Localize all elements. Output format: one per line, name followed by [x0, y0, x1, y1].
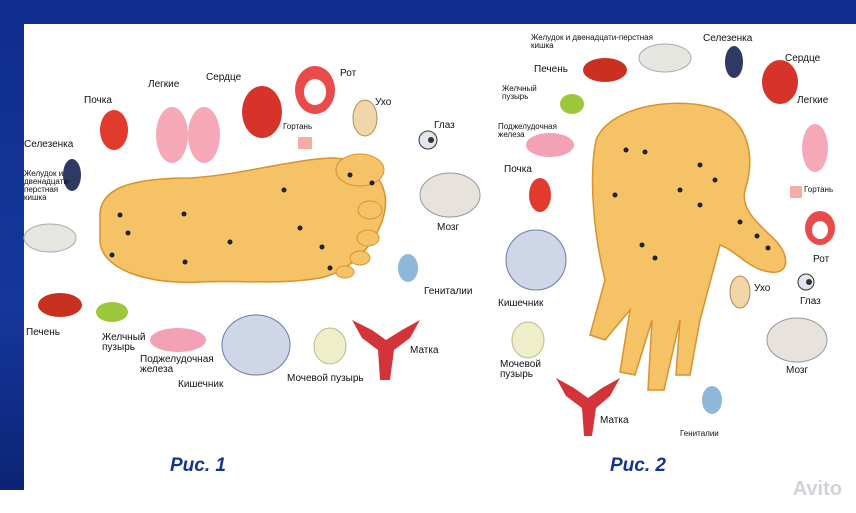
label-intestine: Кишечник: [178, 380, 223, 390]
label-lungs-2: Легкие: [797, 96, 828, 106]
lungs-icon-2: [802, 124, 828, 172]
gallbladder-icon: [96, 302, 128, 322]
liver-icon: [38, 293, 82, 317]
label-stomach: Желудок и двенадцати-перстная кишка: [24, 170, 72, 202]
label-pancreas: Поджелудочная железа: [140, 355, 230, 375]
kidney-icon: [100, 110, 128, 150]
label-uterus: Матка: [410, 346, 439, 356]
label-ear-2: Ухо: [754, 284, 770, 294]
label-gallbladder-2: Желчный пузырь: [502, 85, 552, 101]
label-liver-2: Печень: [534, 65, 568, 75]
intestine-icon-2: [506, 230, 566, 290]
label-bladder-2: Мочевой пузырь: [500, 360, 556, 380]
bladder-icon-2: [512, 322, 544, 358]
ear-icon-2: [730, 276, 750, 308]
label-brain-2: Мозг: [786, 366, 808, 376]
label-stomach-2: Желудок и двенадцати-перстная кишка: [531, 34, 661, 50]
eye-icon: [419, 131, 437, 149]
label-spleen-2: Селезенка: [703, 34, 752, 44]
label-eye: Глаз: [434, 121, 455, 131]
palm-illustration: [590, 103, 786, 390]
label-gallbladder: Желчный пузырь: [102, 333, 156, 353]
pancreas-icon: [150, 328, 206, 352]
heart-icon: [242, 86, 282, 138]
label-mouth: Рот: [340, 69, 356, 79]
watermark: Avito: [793, 478, 842, 501]
larynx-icon-2: [790, 186, 802, 198]
label-larynx-2: Гортань: [804, 186, 833, 194]
label-ear: Ухо: [375, 98, 391, 108]
lungs-icon: [156, 107, 220, 163]
spleen-icon-2: [725, 46, 743, 78]
label-genitals: Гениталии: [424, 287, 472, 297]
label-kidney-2: Почка: [504, 165, 532, 175]
label-spleen: Селезенка: [24, 140, 73, 150]
label-intestine-2: Кишечник: [498, 299, 543, 309]
brain-icon-2: [767, 318, 827, 362]
label-larynx: Гортань: [283, 123, 312, 131]
figure-2-caption: Рис. 2: [610, 455, 666, 477]
bladder-icon: [314, 328, 346, 364]
intestine-icon: [222, 315, 290, 375]
label-genitals-2: Гениталии: [680, 430, 719, 438]
figure-1-caption: Рис. 1: [170, 455, 226, 477]
label-eye-2: Глаз: [800, 297, 821, 307]
stomach-icon: [24, 224, 76, 252]
foot-sole-illustration: [100, 154, 386, 282]
ear-icon: [353, 100, 377, 136]
label-lungs: Легкие: [148, 80, 179, 90]
label-kidney: Почка: [84, 96, 112, 106]
genitals-icon: [398, 254, 418, 282]
label-liver: Печень: [26, 328, 60, 338]
uterus-icon-2: [556, 378, 620, 436]
brain-icon: [420, 173, 480, 217]
heart-icon-2: [762, 60, 798, 104]
label-heart: Сердце: [206, 73, 241, 83]
label-pancreas-2: Поджелудочная железа: [498, 123, 580, 139]
bottom-strip: [0, 490, 856, 513]
label-brain: Мозг: [437, 223, 459, 233]
label-bladder: Мочевой пузырь: [287, 374, 364, 384]
kidney-icon-2: [529, 178, 551, 212]
liver-icon-2: [583, 58, 627, 82]
label-heart-2: Сердце: [785, 54, 820, 64]
label-uterus-2: Матка: [600, 416, 629, 426]
label-mouth-2: Рот: [813, 255, 829, 265]
eye-icon-2: [798, 274, 814, 290]
gallbladder-icon-2: [560, 94, 584, 114]
genitals-icon-2: [702, 386, 722, 414]
mouth-icon-2: [805, 211, 835, 245]
mouth-icon: [295, 66, 335, 114]
larynx-icon: [298, 137, 312, 149]
